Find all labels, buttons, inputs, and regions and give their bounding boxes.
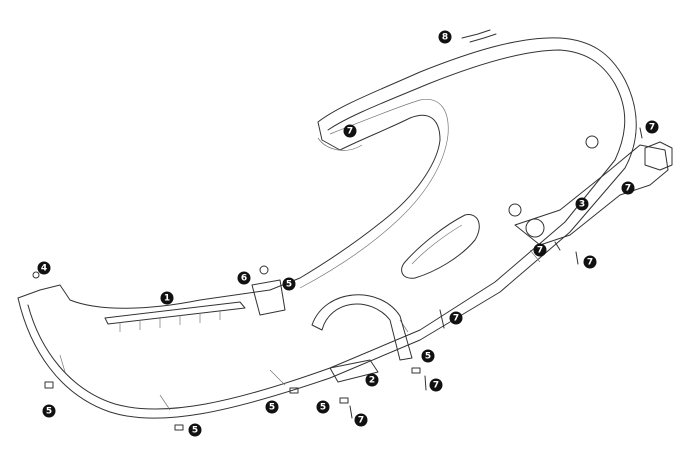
- callout-7: 7: [449, 311, 463, 325]
- callout-6: 6: [237, 271, 251, 285]
- callout-8: 8: [438, 30, 452, 44]
- svg-text:5: 5: [286, 280, 292, 290]
- callout-4: 4: [37, 261, 51, 275]
- callout-7: 7: [343, 124, 357, 138]
- callout-7: 7: [533, 243, 547, 257]
- svg-text:7: 7: [649, 123, 655, 133]
- bumper-strip: [104, 301, 246, 332]
- svg-text:3: 3: [579, 200, 585, 210]
- callout-7: 7: [354, 413, 368, 427]
- svg-text:7: 7: [347, 127, 353, 137]
- svg-text:1: 1: [164, 294, 170, 304]
- svg-text:5: 5: [46, 407, 52, 417]
- callout-5: 5: [316, 400, 330, 414]
- svg-text:4: 4: [41, 264, 47, 274]
- fasteners: [32, 29, 643, 431]
- svg-text:5: 5: [320, 403, 326, 413]
- svg-text:5: 5: [192, 426, 198, 436]
- svg-text:2: 2: [369, 376, 375, 386]
- svg-text:7: 7: [433, 381, 439, 391]
- mount-bracket: [251, 265, 286, 316]
- callout-2: 2: [365, 373, 379, 387]
- callout-7: 7: [621, 181, 635, 195]
- callout-5: 5: [265, 400, 279, 414]
- svg-text:7: 7: [358, 416, 364, 426]
- callout-1: 1: [160, 291, 174, 305]
- svg-text:7: 7: [537, 246, 543, 256]
- side-bracket: [508, 135, 673, 246]
- svg-text:5: 5: [425, 352, 431, 362]
- svg-text:6: 6: [241, 274, 247, 284]
- callout-7: 7: [645, 120, 659, 134]
- callout-5: 5: [42, 404, 56, 418]
- callout-5: 5: [421, 349, 435, 363]
- callout-5: 5: [282, 277, 296, 291]
- callout-7: 7: [583, 255, 597, 269]
- callout-5: 5: [188, 423, 202, 437]
- center-bracket: [311, 294, 413, 383]
- svg-text:5: 5: [269, 403, 275, 413]
- bumper-cover: [17, 37, 637, 419]
- callout-3: 3: [575, 197, 589, 211]
- svg-text:7: 7: [625, 184, 631, 194]
- svg-text:7: 7: [587, 258, 593, 268]
- callout-7: 7: [429, 378, 443, 392]
- svg-text:8: 8: [442, 33, 448, 43]
- svg-text:7: 7: [453, 314, 459, 324]
